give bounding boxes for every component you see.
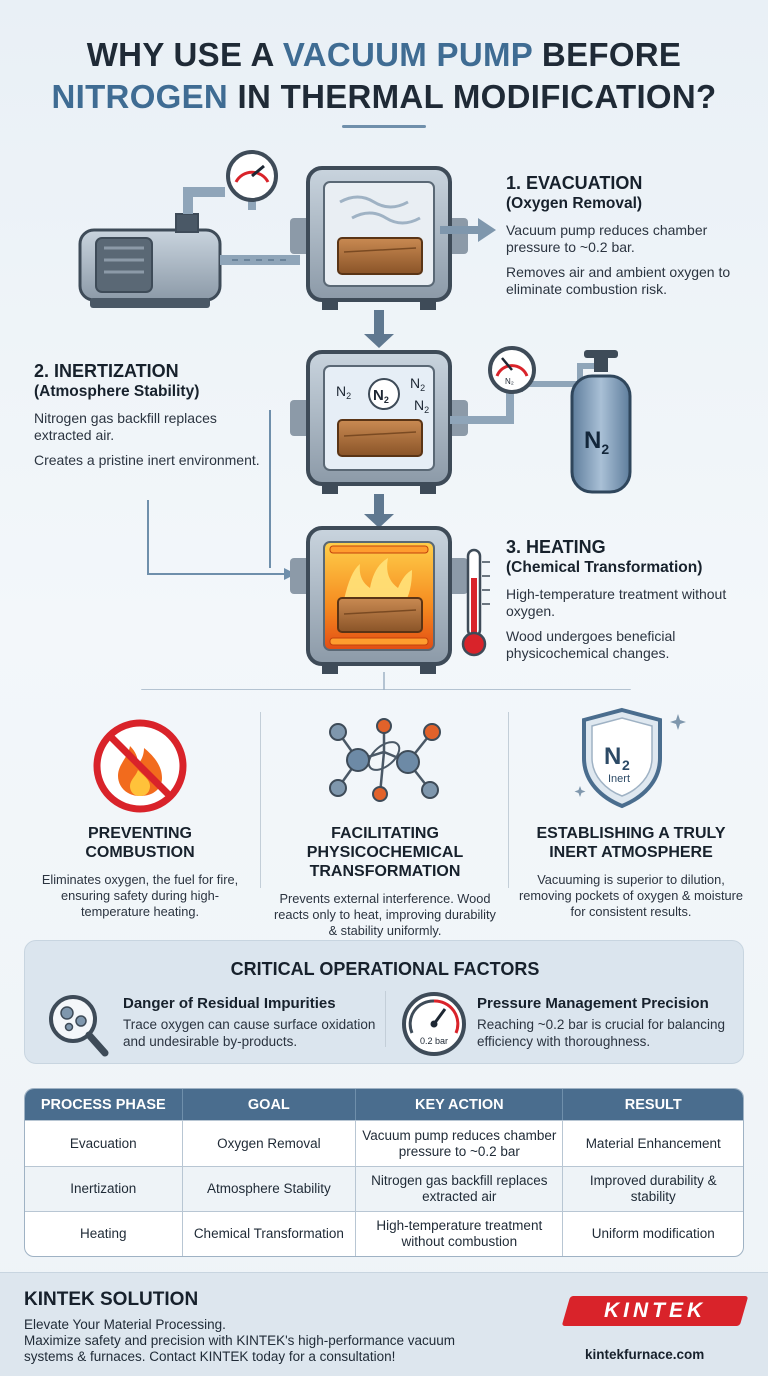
table-cell: Uniform modification	[563, 1211, 743, 1256]
vacuum-chamber-icon	[290, 166, 468, 310]
factor-residual-impurities: Danger of Residual Impurities Trace oxyg…	[123, 995, 376, 1049]
process-summary-table: PROCESS PHASE GOAL KEY ACTION RESULT Eva…	[24, 1088, 744, 1257]
heating-furnace-icon	[290, 526, 468, 674]
table-header: GOAL	[182, 1089, 357, 1120]
svg-text:Inert: Inert	[608, 773, 630, 785]
svg-text:N: N	[604, 743, 621, 770]
table-header-row: PROCESS PHASE GOAL KEY ACTION RESULT	[25, 1089, 743, 1120]
step-evacuation: 1. EVACUATION (Oxygen Removal) Vacuum pu…	[506, 173, 731, 297]
table-cell: Vacuum pump reduces chamber pressure to …	[356, 1120, 564, 1166]
pressure-gauge-icon	[226, 150, 278, 210]
svg-text:2: 2	[622, 757, 630, 773]
factor-pressure-management: Pressure Management Precision Reaching ~…	[477, 995, 726, 1049]
nitrogen-chamber-icon: N2 N2 N2 N2	[290, 350, 468, 494]
footer-text: Maximize safety and precision with KINTE…	[24, 1333, 455, 1348]
table-header: PROCESS PHASE	[25, 1089, 183, 1120]
table-header: RESULT	[563, 1089, 743, 1120]
kintek-logo[interactable]: KINTEK	[561, 1296, 749, 1326]
benefit-divider	[260, 712, 261, 888]
table-row: Heating Chemical Transformation High-tem…	[25, 1211, 743, 1256]
footer-text: systems & furnaces. Contact KINTEK today…	[24, 1349, 396, 1364]
thermometer-icon	[461, 548, 490, 657]
svg-text:N₂: N₂	[505, 377, 514, 386]
benefit-physicochemical-transformation: FACILITATING PHYSICOCHEMICAL TRANSFORMAT…	[274, 825, 496, 938]
table-cell: Chemical Transformation	[182, 1211, 357, 1256]
benefit-inert-atmosphere: ESTABLISHING A TRULY INERT ATMOSPHERE Va…	[518, 825, 744, 919]
table-cell: Inertization	[25, 1166, 183, 1211]
table-cell: Oxygen Removal	[182, 1120, 357, 1166]
nitrogen-cylinder-icon: N2	[570, 350, 632, 494]
table-cell: Atmosphere Stability	[182, 1166, 357, 1211]
table-cell: Material Enhancement	[563, 1120, 743, 1166]
step-inertization: 2. INERTIZATION (Atmosphere Stability) N…	[34, 361, 260, 468]
vacuum-pump-icon	[78, 213, 222, 308]
table-cell: High-temperature treatment without combu…	[356, 1211, 564, 1256]
benefit-preventing-combustion: PREVENTING COMBUSTION Eliminates oxygen,…	[41, 825, 239, 919]
molecule-icon	[329, 718, 441, 802]
inert-shield-icon: N 2 Inert	[574, 707, 686, 809]
critical-factors-panel: CRITICAL OPERATIONAL FACTORS Danger of R…	[24, 940, 744, 1064]
process-illustration: N2 N2 N2 N2 N₂ N2	[78, 150, 632, 690]
website-link[interactable]: kintekfurnace.com	[585, 1347, 705, 1362]
magnifier-icon	[49, 995, 109, 1057]
table-row: Inertization Atmosphere Stability Nitrog…	[25, 1166, 743, 1211]
page-title: WHY USE A VACUUM PUMP BEFORE NITROGEN IN…	[51, 36, 717, 115]
nitrogen-gauge-icon: N₂	[488, 346, 536, 394]
footer-tagline: Elevate Your Material Processing.	[24, 1317, 226, 1332]
table-header: KEY ACTION	[356, 1089, 564, 1120]
benefit-divider	[508, 712, 509, 888]
pressure-gauge-icon: 0.2 bar	[402, 992, 466, 1056]
table-cell: Improved durability & stability	[563, 1166, 743, 1211]
factors-divider	[385, 991, 386, 1047]
title-divider	[342, 125, 426, 128]
no-fire-icon	[93, 719, 187, 813]
svg-text:0.2 bar: 0.2 bar	[420, 1036, 448, 1046]
table-row: Evacuation Oxygen Removal Vacuum pump re…	[25, 1120, 743, 1166]
factors-title: CRITICAL OPERATIONAL FACTORS	[230, 959, 540, 979]
step-heating: 3. HEATING (Chemical Transformation) Hig…	[506, 537, 727, 661]
footer-brand: KINTEK SOLUTION	[24, 1289, 199, 1310]
table-cell: Heating	[25, 1211, 183, 1256]
table-cell: Nitrogen gas backfill replaces extracted…	[356, 1166, 564, 1211]
table-cell: Evacuation	[25, 1120, 183, 1166]
